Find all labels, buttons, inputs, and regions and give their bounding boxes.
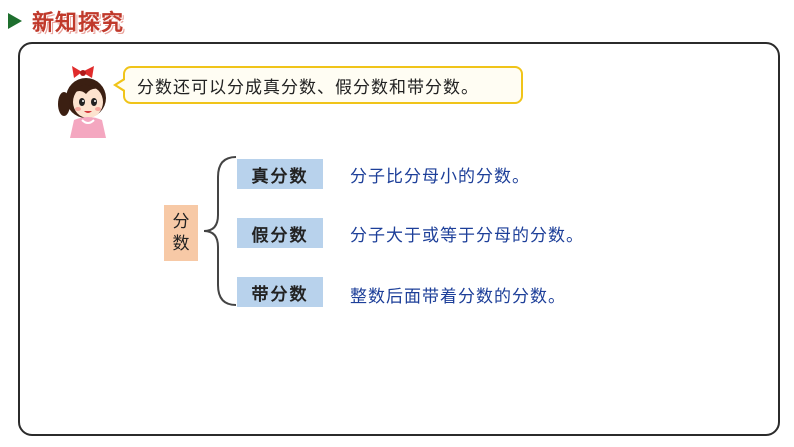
definition-improper-fraction: 分子大于或等于分母的分数。 <box>350 225 584 246</box>
root-label-line1: 分 <box>172 212 190 232</box>
content-card <box>18 42 780 436</box>
speech-bubble: 分数还可以分成真分数、假分数和带分数。 <box>113 66 523 104</box>
definition-mixed-number: 整数后面带着分数的分数。 <box>350 286 566 307</box>
play-triangle-icon <box>8 13 22 29</box>
term-proper-fraction: 真分数 <box>237 159 323 189</box>
section-title: 新知探究 <box>32 11 125 36</box>
speech-text: 分数还可以分成真分数、假分数和带分数。 <box>137 77 479 98</box>
section-header: 新知探究 <box>8 6 124 36</box>
brace-icon <box>203 156 237 306</box>
definition-proper-fraction: 分子比分母小的分数。 <box>350 166 530 187</box>
fraction-category-box: 分 数 <box>164 205 198 261</box>
girl-avatar-icon <box>58 66 106 138</box>
term-improper-fraction: 假分数 <box>237 218 323 248</box>
term-mixed-number: 带分数 <box>237 277 323 307</box>
root-label-line2: 数 <box>172 234 190 254</box>
